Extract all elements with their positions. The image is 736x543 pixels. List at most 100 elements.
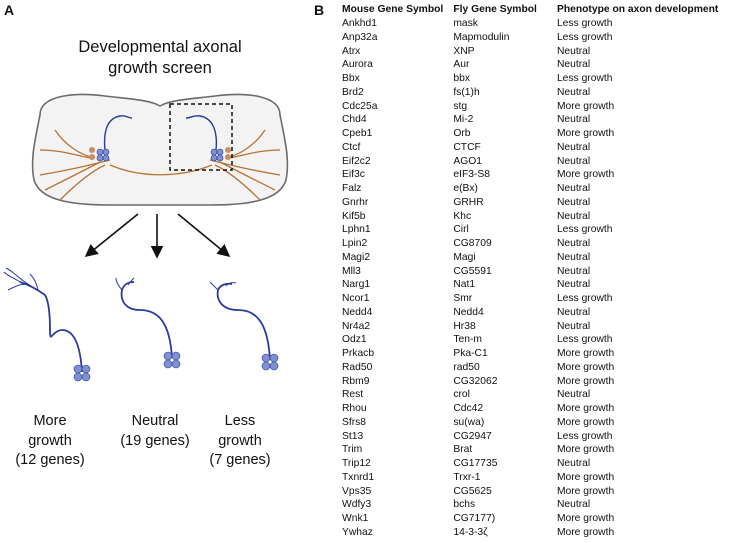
- zoom-box: [169, 103, 233, 171]
- phenotype-cell: More growth: [556, 513, 615, 524]
- mouse-gene-cell: Eif3c: [342, 169, 365, 181]
- mouse-gene-cell: Txnrd1: [342, 471, 375, 483]
- brain-neuron-left: [103, 115, 133, 151]
- phenotype-cell: Less growth: [556, 73, 613, 84]
- phenotype-cell: More growth: [556, 375, 615, 387]
- phenotype-cell: Neutral: [556, 114, 591, 126]
- fly-gene-cell: Mapmodulin: [453, 31, 510, 43]
- mouse-gene-cell: Cpeb1: [342, 128, 373, 139]
- mouse-gene-cell: Odz1: [342, 334, 367, 346]
- mouse-gene-cell: Rbm9: [342, 375, 370, 387]
- mouse-gene-cell: Wdfy3: [342, 499, 372, 511]
- mouse-gene-cell: Lpin2: [342, 238, 368, 249]
- gene-table: Mouse Gene Symbol Fly Gene Symbol Phenot…: [342, 3, 736, 540]
- phenotype-cell: More growth: [556, 416, 615, 428]
- fly-gene-cell: eIF3-S8: [453, 169, 490, 181]
- mouse-gene-cell: Nr4a2: [342, 320, 371, 332]
- mouse-gene-cell: Ankhd1: [342, 18, 377, 29]
- phenotype-cell: Neutral: [556, 238, 591, 249]
- fly-gene-cell: Aur: [453, 59, 470, 71]
- gene-table-header: Mouse Gene Symbol Fly Gene Symbol Phenot…: [342, 3, 736, 17]
- header-fly-gene: Fly Gene Symbol: [453, 4, 537, 15]
- phenotype-cell: More growth: [556, 100, 615, 112]
- mouse-gene-cell: Cdc25a: [342, 100, 378, 112]
- phenotype-cell: More growth: [556, 128, 615, 139]
- fly-gene-cell: CG5625: [453, 485, 492, 497]
- fly-gene-cell: Cirl: [453, 224, 469, 236]
- phenotype-cell: More growth: [556, 169, 615, 181]
- phenotype-cell: Neutral: [556, 499, 591, 511]
- screen-title-line-1: Developmental axonal: [78, 38, 242, 56]
- mouse-gene-cell: Trip12: [342, 458, 371, 469]
- screen-title-line-2: growth screen: [108, 59, 212, 77]
- fly-gene-cell: CG17735: [453, 458, 498, 469]
- fly-gene-cell: GRHR: [453, 196, 484, 208]
- neuron-neutral: [115, 277, 173, 359]
- fly-gene-cell: bchs: [453, 499, 476, 511]
- phenotype-cell: More growth: [556, 348, 615, 359]
- fly-gene-cell: bbx: [453, 73, 470, 84]
- mouse-gene-cell: Narg1: [342, 279, 371, 291]
- fly-gene-cell: Khc: [453, 210, 472, 222]
- fly-gene-cell: fs(1)h: [453, 86, 480, 98]
- mouse-gene-cell: Trim: [342, 444, 363, 456]
- table-row: Narg1 Nat1 Neutral: [342, 278, 736, 292]
- phenotype-cell: Less growth: [556, 18, 613, 29]
- fly-gene-cell: 14-3-3ζ: [453, 526, 488, 538]
- fly-gene-cell: Nat1: [453, 279, 476, 291]
- table-row: Wdfy3 bchs Neutral: [342, 498, 736, 512]
- fly-gene-cell: Brat: [453, 444, 473, 456]
- phenotype-cell: Neutral: [556, 279, 591, 291]
- phenotype-cell: Less growth: [556, 430, 613, 442]
- neuron-more-growth: [3, 267, 83, 373]
- fly-gene-cell: Cdc42: [453, 403, 484, 414]
- table-row: Ankhd1 mask Less growth: [342, 17, 736, 31]
- fly-gene-cell: Hr38: [453, 320, 476, 332]
- phenotype-cell: More growth: [556, 403, 615, 414]
- mouse-gene-cell: Prkacb: [342, 348, 375, 359]
- mouse-gene-cell: Magi2: [342, 251, 371, 263]
- fly-gene-cell: mask: [453, 18, 478, 29]
- phenotype-cell: Less growth: [556, 293, 613, 304]
- mouse-gene-cell: Vps35: [342, 485, 372, 497]
- fly-gene-cell: Ten-m: [453, 334, 482, 346]
- panel-b-label: B: [314, 2, 325, 18]
- table-row: Eif3c eIF3-S8 More growth: [342, 168, 736, 182]
- phenotype-cell: Neutral: [556, 306, 591, 318]
- phenotype-cell: Neutral: [556, 389, 591, 401]
- phenotype-cell: More growth: [556, 526, 615, 538]
- fly-gene-cell: Trxr-1: [453, 471, 481, 483]
- arrow-more: [84, 213, 139, 258]
- phenotype-cell: Neutral: [556, 45, 591, 57]
- phenotype-cell: Neutral: [556, 59, 591, 71]
- caption-more-growth: More growth (12 genes): [15, 413, 85, 468]
- nerve-branches: [39, 129, 281, 201]
- header-mouse-gene: Mouse Gene Symbol: [342, 4, 444, 15]
- phenotype-cell: Neutral: [556, 210, 591, 222]
- header-phenotype: Phenotype on axon development: [556, 4, 719, 15]
- fly-gene-cell: XNP: [453, 45, 475, 57]
- fly-gene-cell: CG5591: [453, 265, 492, 277]
- phenotype-cell: More growth: [556, 361, 615, 373]
- mouse-gene-cell: Lphn1: [342, 224, 371, 236]
- mouse-gene-cell: Brd2: [342, 86, 364, 98]
